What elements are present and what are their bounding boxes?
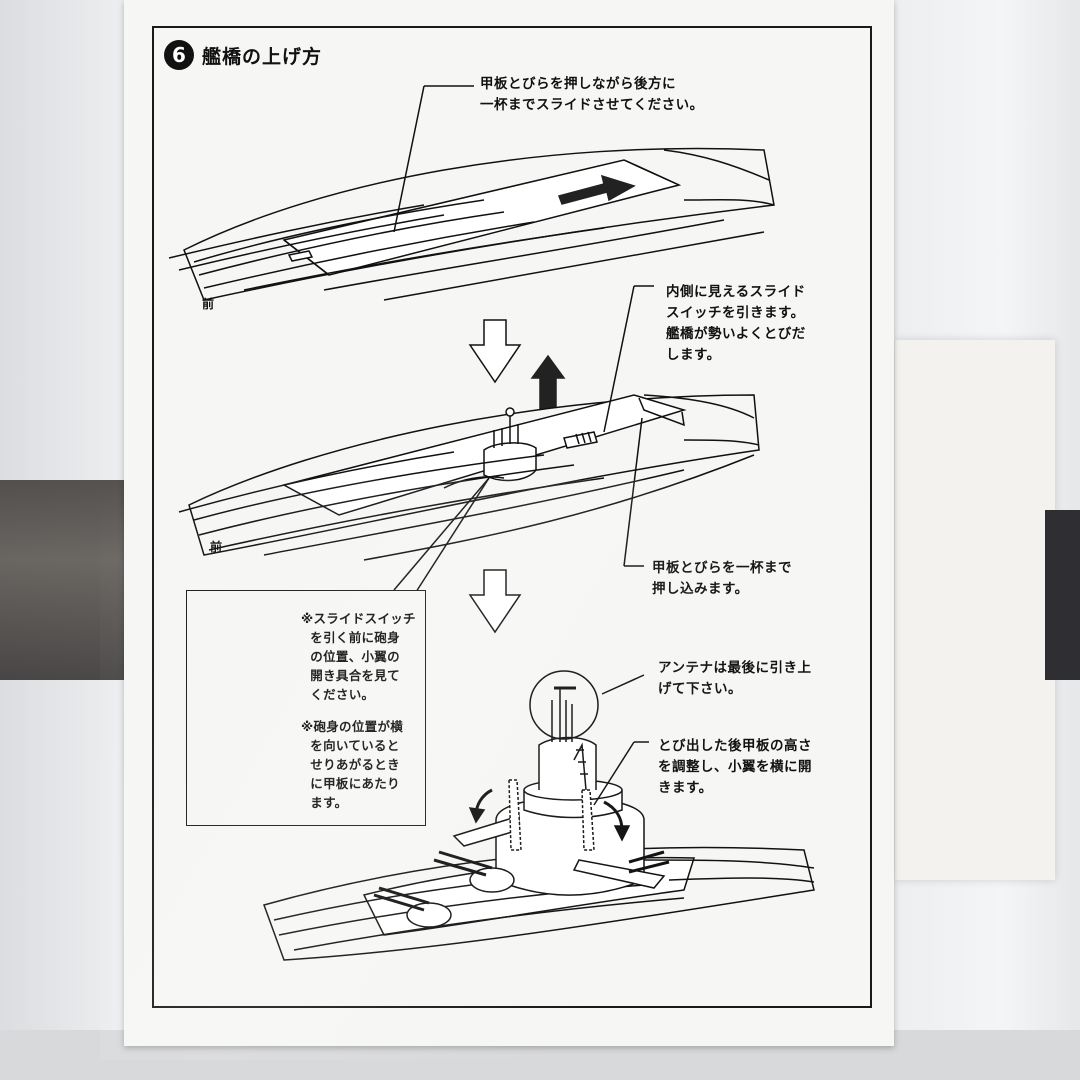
assembly-illustrations [168, 85, 815, 961]
step-title: 艦橋の上げ方 [202, 45, 323, 68]
instruction-slide-switch: 内側に見えるスライド スイッチを引きます。 艦橋が勢いよくとびだ します。 [666, 284, 806, 363]
step-heading: 6 艦橋の上げ方 [164, 40, 322, 70]
inset-caution-1: ※スライドスイッチ を引く前に砲身 の位置、小翼の 開き具合を見て ください。 [301, 611, 416, 702]
leader-line-1 [393, 85, 425, 233]
hull-figure-top [168, 147, 775, 301]
arrow-right-icon [558, 174, 636, 205]
background-dark-edge [1045, 510, 1080, 680]
sheet-frame [152, 26, 872, 1008]
leader-line-2 [603, 285, 635, 433]
antenna-highlight-circle [529, 670, 599, 740]
arrow-down-outline-icon [468, 319, 522, 384]
leader-line-inset [393, 477, 490, 591]
front-label-2: 前 [210, 540, 223, 554]
inset-caution-2: ※砲身の位置が横 を向いていると せりあがるとき に甲板にあたり ます。 [301, 719, 404, 810]
front-label-1: 前 [202, 297, 215, 311]
background-foam-block [895, 340, 1055, 880]
arrow-down-outline-icon [468, 569, 522, 634]
instruction-antenna: アンテナは最後に引き上 げて下さい。 [658, 660, 812, 697]
hull-figure-middle [178, 394, 760, 561]
instruction-push-deck: 甲板とびらを一杯まで 押し込みます。 [652, 560, 792, 597]
bridge-figure-bottom [263, 670, 815, 961]
instruction-slide-deck: 甲板とびらを押しながら後方に 一杯までスライドさせてください。 [480, 76, 704, 113]
leader-line-5 [593, 741, 635, 806]
step-number-badge: 6 [164, 40, 194, 70]
leader-line-3 [623, 417, 643, 567]
instruction-rear-deck: とび出した後甲板の高さ を調整し、小翼を横に開 きます。 [658, 738, 812, 796]
leader-line-4 [601, 674, 645, 695]
instruction-sheet: 6 艦橋の上げ方 [124, 0, 894, 1046]
inset-caution-box: ※スライドスイッチ を引く前に砲身 の位置、小翼の 開き具合を見て ください。 … [186, 590, 426, 826]
background-dark-object [0, 480, 125, 680]
